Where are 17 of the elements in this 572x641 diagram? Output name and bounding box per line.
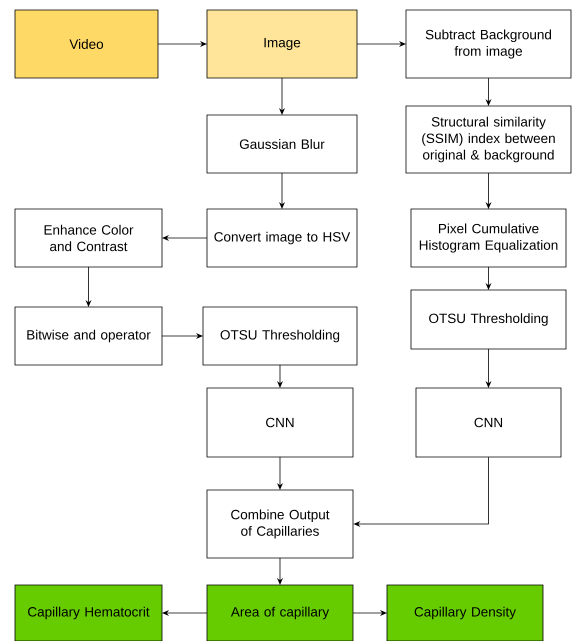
process-box: CNN [206,388,354,458]
process-box: Pixel Cumulative Histogram Equalization [410,208,566,268]
process-box: CNN [416,388,562,458]
process-box: Enhance Color and Contrast [14,208,162,268]
output-box: Capillary Hematocrit [14,584,162,641]
process-box: OTSU Thresholding [202,306,358,366]
process-box: Video [14,10,158,78]
process-box: Combine Output of Capillaries [206,490,354,558]
process-box: Gaussian Blur [206,114,358,174]
process-box: Image [206,10,358,78]
output-box: Area of capillary [206,584,354,641]
process-box: Subtract Background from image [406,10,572,78]
process-box: Convert image to HSV [206,208,358,268]
output-box: Capillary Density [386,584,544,641]
process-box: OTSU Thresholding [410,290,566,350]
process-box: Structural similarity (SSIM) index between original & background [406,106,572,174]
process-box: Bitwise and operator [14,306,162,366]
